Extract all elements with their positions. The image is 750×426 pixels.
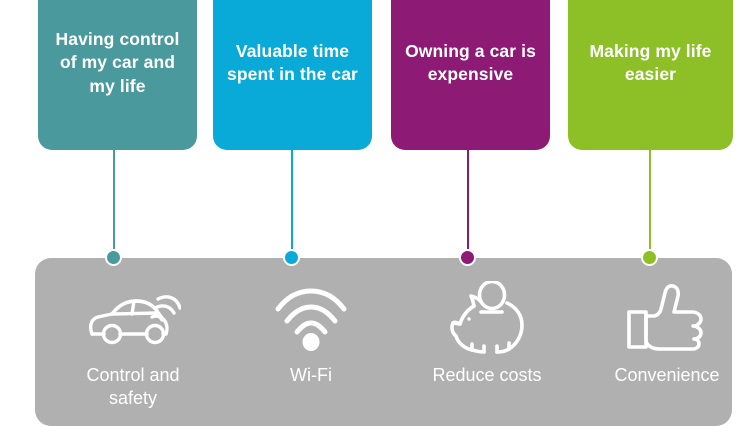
statement-card-label: Valuable time spent in the car: [227, 40, 358, 84]
wifi-icon: [271, 280, 351, 356]
connector-line-expensive: [467, 150, 469, 262]
benefit-item-wifi[interactable]: Wi-Fi: [231, 280, 391, 387]
connector-dot-time: [283, 249, 300, 266]
statement-card-control[interactable]: Having control of my car and my life: [38, 0, 197, 150]
statement-card-expensive[interactable]: Owning a car is expensive: [391, 0, 550, 150]
connector-dot-easier: [641, 249, 658, 266]
connector-dot-control: [105, 249, 122, 266]
statement-card-easier[interactable]: Making my life easier: [568, 0, 733, 150]
statement-card-label: Having control of my car and my life: [55, 29, 180, 96]
benefit-item-control-and-safety[interactable]: Control and safety: [53, 280, 213, 410]
connector-line-time: [291, 150, 293, 262]
benefit-label: Reduce costs: [432, 365, 542, 385]
connector-dot-expensive: [459, 249, 476, 266]
benefit-label: Control and safety: [86, 365, 180, 409]
benefit-item-reduce-costs[interactable]: Reduce costs: [407, 280, 567, 387]
thumbs-up-icon: [624, 280, 710, 356]
connector-line-easier: [649, 150, 651, 262]
statement-card-label: Owning a car is expensive: [405, 40, 536, 84]
connected-car-icon: [85, 280, 181, 356]
benefit-label: Wi-Fi: [290, 365, 332, 385]
benefits-panel: Control and safety Wi-Fi: [35, 258, 732, 426]
piggy-bank-icon: [444, 280, 530, 356]
benefit-label: Convenience: [614, 365, 720, 385]
benefit-item-convenience[interactable]: Convenience: [587, 280, 747, 387]
statement-card-time[interactable]: Valuable time spent in the car: [213, 0, 372, 150]
statement-card-label: Making my life easier: [589, 40, 712, 84]
connector-line-control: [113, 150, 115, 262]
